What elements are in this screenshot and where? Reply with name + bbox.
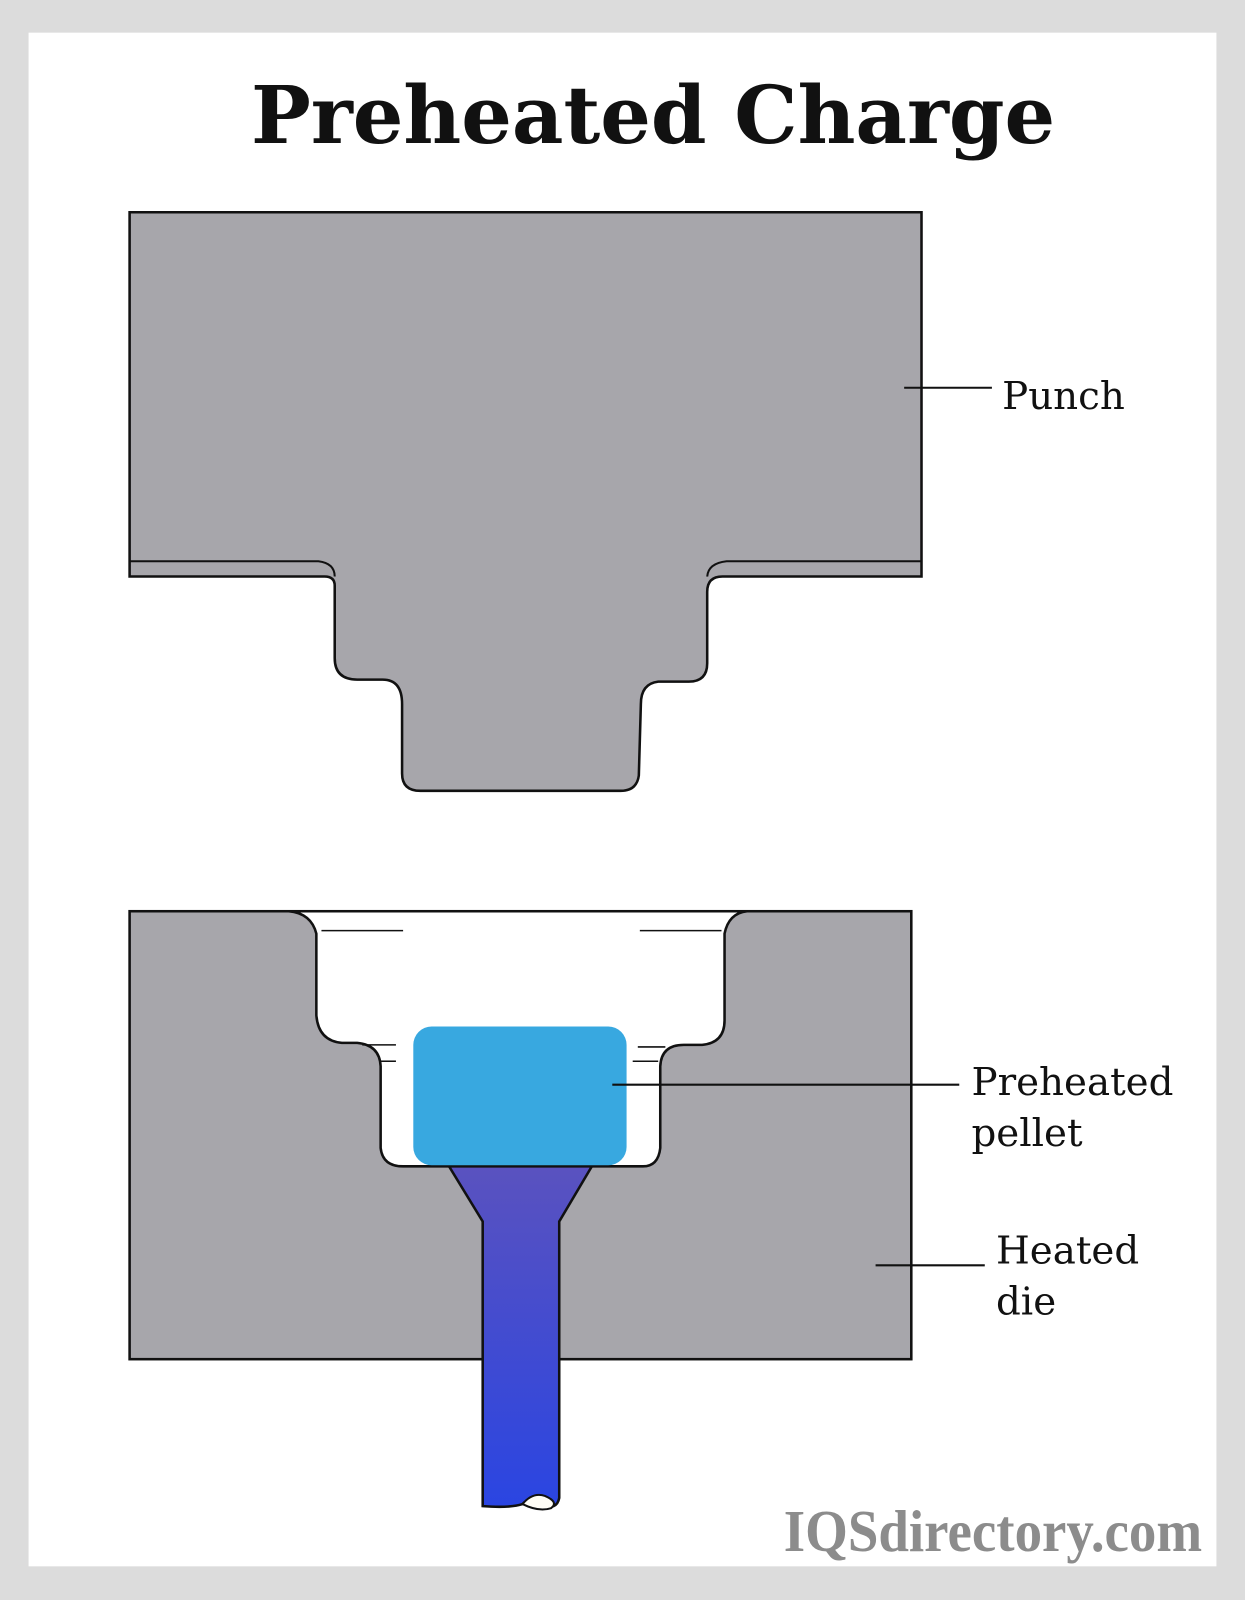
pellet-label-line1: Preheated [972, 1060, 1174, 1105]
preheated-pellet [413, 1026, 627, 1166]
diagram-title: Preheated Charge [251, 68, 1055, 162]
die-label-line2: die [996, 1279, 1056, 1324]
die-label-line1: Heated [996, 1228, 1139, 1273]
punch [128, 210, 923, 793]
rod-break-mark [520, 1493, 556, 1511]
watermark-logo: IQSdirectory.com [784, 1498, 1202, 1564]
punch-label: Punch [1002, 374, 1125, 419]
pellet-label-line2: pellet [972, 1111, 1083, 1156]
